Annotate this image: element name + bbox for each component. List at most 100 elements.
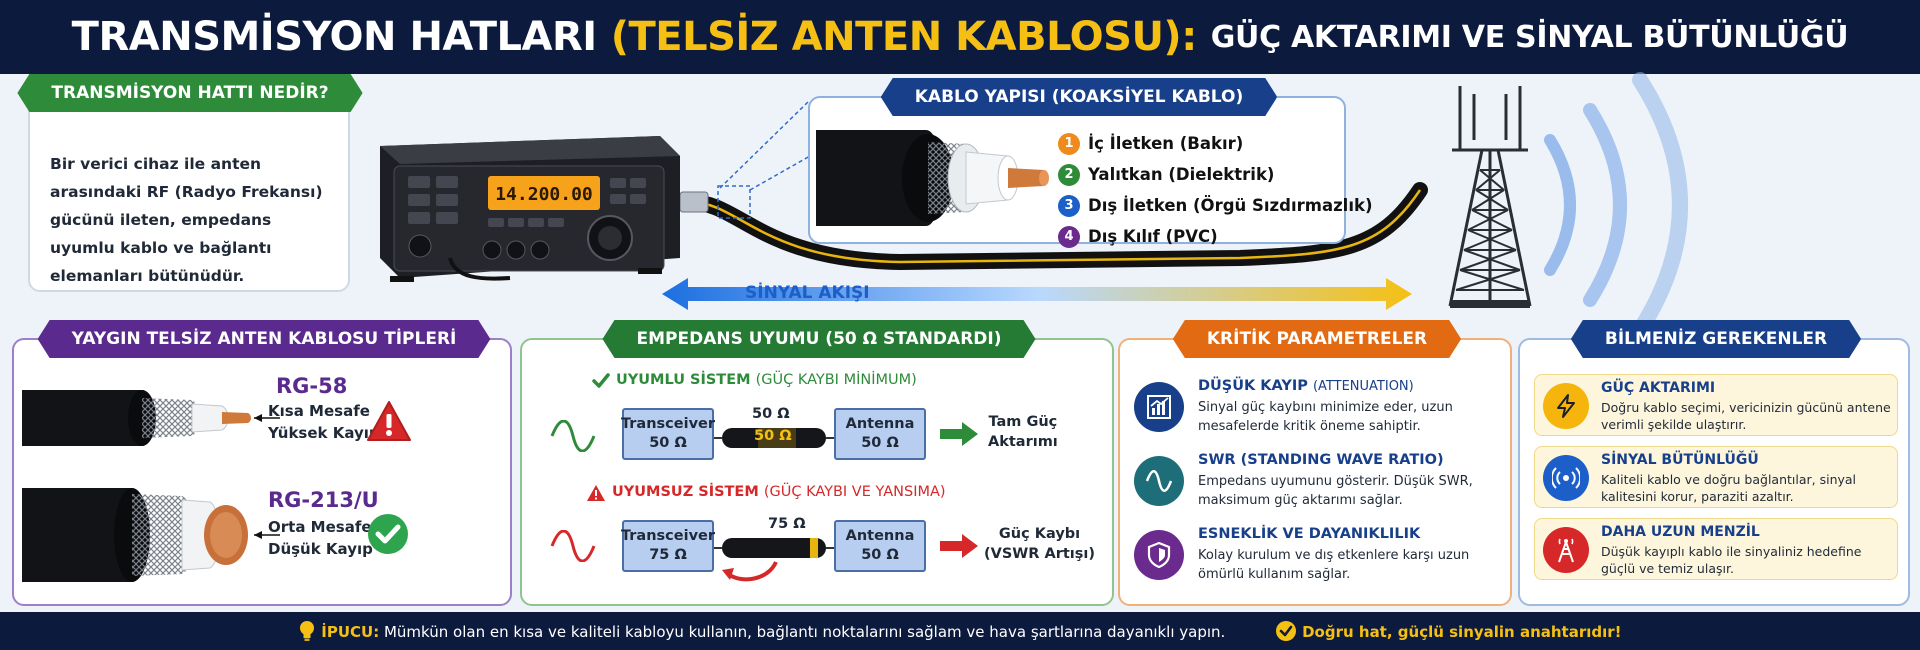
matched-antenna-box: Antenna 50 Ω (834, 408, 926, 460)
critical-parameters-title: KRİTİK PARAMETRELER (1173, 320, 1461, 358)
sine-wave-icon (550, 420, 596, 452)
layer-item: 3 Dış İletken (Örgü Sızdırmazlık) (1058, 190, 1373, 221)
critical-parameters-panel: KRİTİK PARAMETRELER DÜŞÜK KAYIP (ATTENUA… (1118, 338, 1512, 606)
matched-cable-illustration (714, 428, 834, 448)
arrow-right-icon (940, 422, 978, 446)
layer-number-badge: 1 (1058, 132, 1080, 155)
footer-tip-text: Mümkün olan en kısa ve kaliteli kabloyu … (383, 623, 1226, 641)
matched-result-line-2: Aktarımı (988, 434, 1058, 450)
cable-layer-list: 1 İç İletken (Bakır) 2 Yalıtkan (Dielekt… (1058, 128, 1373, 252)
main-coax-cable (680, 182, 1428, 271)
know-item-desc: Doğru kablo seçimi, vericinizin gücünü a… (1601, 400, 1891, 432)
matched-cable-impedance: 50 Ω (752, 406, 790, 422)
matched-heading-text: UYUMLU SİSTEM (616, 372, 751, 388)
warning-icon (587, 485, 605, 501)
cable-type-distance: Orta Mesafe (268, 518, 372, 536)
antenna-label: Antenna (845, 528, 915, 544)
what-is-text: Bir verici cihaz ile anten arasındaki RF… (50, 155, 323, 285)
impedance-panel: EMPEDANS UYUMU (50 Ω STANDARDI) UYUMLU S… (520, 338, 1114, 606)
transceiver-impedance: 50 Ω (649, 435, 687, 451)
cable-type-name: RG-213/U (268, 488, 379, 512)
footer-slogan-text: Doğru hat, güçlü sinyalin anahtarıdır! (1302, 623, 1622, 641)
layer-label: İç İletken (Bakır) (1088, 134, 1244, 153)
radio-frequency: 14.200.00 (495, 184, 593, 205)
cable-type-name: RG-58 (276, 374, 348, 398)
know-item-title: DAHA UZUN MENZİL (1601, 524, 1760, 540)
layer-label: Dış İletken (Örgü Sızdırmazlık) (1088, 196, 1373, 215)
sine-wave-icon (550, 530, 596, 562)
callout-lines (719, 99, 811, 191)
layer-label: Yalıtkan (Dielektrik) (1088, 165, 1275, 184)
wave-icon (1134, 456, 1184, 506)
title-part-3: GÜÇ AKTARIMI VE SİNYAL BÜTÜNLÜĞÜ (1210, 19, 1849, 55)
critical-item: ESNEKLİK VE DAYANIKLILIK Kolay kurulum v… (1134, 524, 1506, 594)
mismatched-heading: UYUMSUZ SİSTEM (GÜÇ KAYBI VE YANSIMA) (612, 484, 946, 500)
rg58-cable-illustration (22, 390, 280, 446)
mismatched-result-line-2: (VSWR Artışı) (984, 546, 1096, 562)
mismatched-result-line-1: Güç Kaybı (998, 526, 1081, 542)
check-circle-icon (1276, 621, 1297, 641)
cable-types-panel: YAYGIN TELSİZ ANTEN KABLOSU TİPLERİ RG-5… (12, 338, 512, 606)
layer-number-badge: 3 (1058, 194, 1080, 217)
mismatched-transceiver-box: Transceiver 75 Ω (620, 520, 716, 572)
check-circle-icon (368, 514, 408, 554)
transceiver-label: Transceiver (620, 416, 716, 432)
mismatched-result: Güç Kaybı (VSWR Artışı) (984, 524, 1095, 564)
know-item-title: SİNYAL BÜTÜNLÜĞÜ (1601, 452, 1759, 468)
matched-cable-label: 50 Ω (754, 428, 792, 444)
mismatched-heading-note: (GÜÇ KAYBI VE YANSIMA) (763, 484, 946, 500)
critical-item-title-text: DÜŞÜK KAYIP (1198, 378, 1308, 394)
critical-item-desc: Sinyal güç kaybını minimize eder, uzun m… (1198, 400, 1453, 434)
layer-label: Dış Kılıf (PVC) (1088, 227, 1218, 246)
broadcast-icon (1543, 455, 1589, 501)
transceiver-label: Transceiver (620, 528, 716, 544)
matched-heading: UYUMLU SİSTEM (GÜÇ KAYBI MİNİMUM) (616, 372, 917, 388)
layer-item: 2 Yalıtkan (Dielektrik) (1058, 159, 1373, 190)
radio-display: 14.200.00 (488, 176, 600, 210)
layer-item: 4 Dış Kılıf (PVC) (1058, 221, 1373, 252)
matched-result-line-1: Tam Güç (988, 414, 1058, 430)
critical-item: SWR (STANDING WAVE RATIO) Empedans uyumu… (1134, 450, 1506, 520)
footer-tip: İPUCU: Mümkün olan en kısa ve kaliteli k… (298, 620, 1225, 642)
know-item-desc: Kaliteli kablo ve doğru bağlantılar, sin… (1601, 472, 1857, 504)
cable-type-distance: Kısa Mesafe (268, 402, 370, 420)
know-item: GÜÇ AKTARIMI Doğru kablo seçimi, vericin… (1534, 374, 1898, 436)
antenna-label: Antenna (845, 416, 915, 432)
mismatched-heading-text: UYUMSUZ SİSTEM (612, 484, 759, 500)
check-icon (592, 373, 610, 388)
know-item-title: GÜÇ AKTARIMI (1601, 380, 1716, 396)
lightning-icon (1543, 383, 1589, 429)
transceiver-impedance: 75 Ω (649, 547, 687, 563)
critical-item-title-text: SWR (STANDING WAVE RATIO) (1198, 452, 1444, 468)
page-header: TRANSMİSYON HATLARI (TELSİZ ANTEN KABLOS… (0, 0, 1920, 74)
know-item: SİNYAL BÜTÜNLÜĞÜ Kaliteli kablo ve doğru… (1534, 446, 1898, 508)
cable-structure-panel: KABLO YAPISI (KOAKSİYEL KABLO) 1 İç İlet… (808, 96, 1373, 248)
shield-icon (1134, 530, 1184, 580)
warning-icon (367, 401, 411, 441)
cable-types-title: YAYGIN TELSİZ ANTEN KABLOSU TİPLERİ (38, 320, 491, 358)
impedance-title: EMPEDANS UYUMU (50 Ω STANDARDI) (602, 320, 1035, 358)
mismatched-cable-impedance: 75 Ω (768, 516, 806, 532)
footer-bar: İPUCU: Mümkün olan en kısa ve kaliteli k… (0, 612, 1920, 650)
radio-transceiver-illustration: 14.200.00 (380, 136, 680, 282)
rg213-cable-illustration (22, 488, 280, 582)
signal-flow-label: SİNYAL AKIŞI (745, 283, 870, 303)
what-is-title: TRANSMİSYON HATTI NEDİR? (17, 74, 362, 112)
footer-slogan: Doğru hat, güçlü sinyalin anahtarıdır! (1275, 620, 1622, 642)
matched-result: Tam Güç Aktarımı (988, 412, 1058, 452)
critical-item-title-note: (ATTENUATION) (1312, 379, 1414, 394)
antenna-tower-illustration (1448, 86, 1532, 308)
critical-item-desc: Empedans uyumunu gösterir. Düşük SWR, ma… (1198, 474, 1473, 508)
signal-flow-arrow (662, 278, 1412, 310)
chart-icon (1134, 382, 1184, 432)
antenna-impedance: 50 Ω (861, 435, 899, 451)
signal-waves-illustration (1544, 72, 1688, 338)
layer-number-badge: 4 (1058, 225, 1080, 248)
tower-icon (1543, 527, 1589, 573)
cable-type-loss: Yüksek Kayıp (268, 424, 380, 442)
mismatched-cable-illustration (714, 538, 834, 582)
critical-item: DÜŞÜK KAYIP (ATTENUATION) Sinyal güç kay… (1134, 376, 1506, 446)
title-part-1: TRANSMİSYON HATLARI (71, 14, 598, 60)
what-to-know-panel: BİLMENİZ GEREKENLER GÜÇ AKTARIMI Doğru k… (1518, 338, 1910, 606)
critical-item-desc: Kolay kurulum ve dış etkenlere karşı uzu… (1198, 548, 1470, 582)
